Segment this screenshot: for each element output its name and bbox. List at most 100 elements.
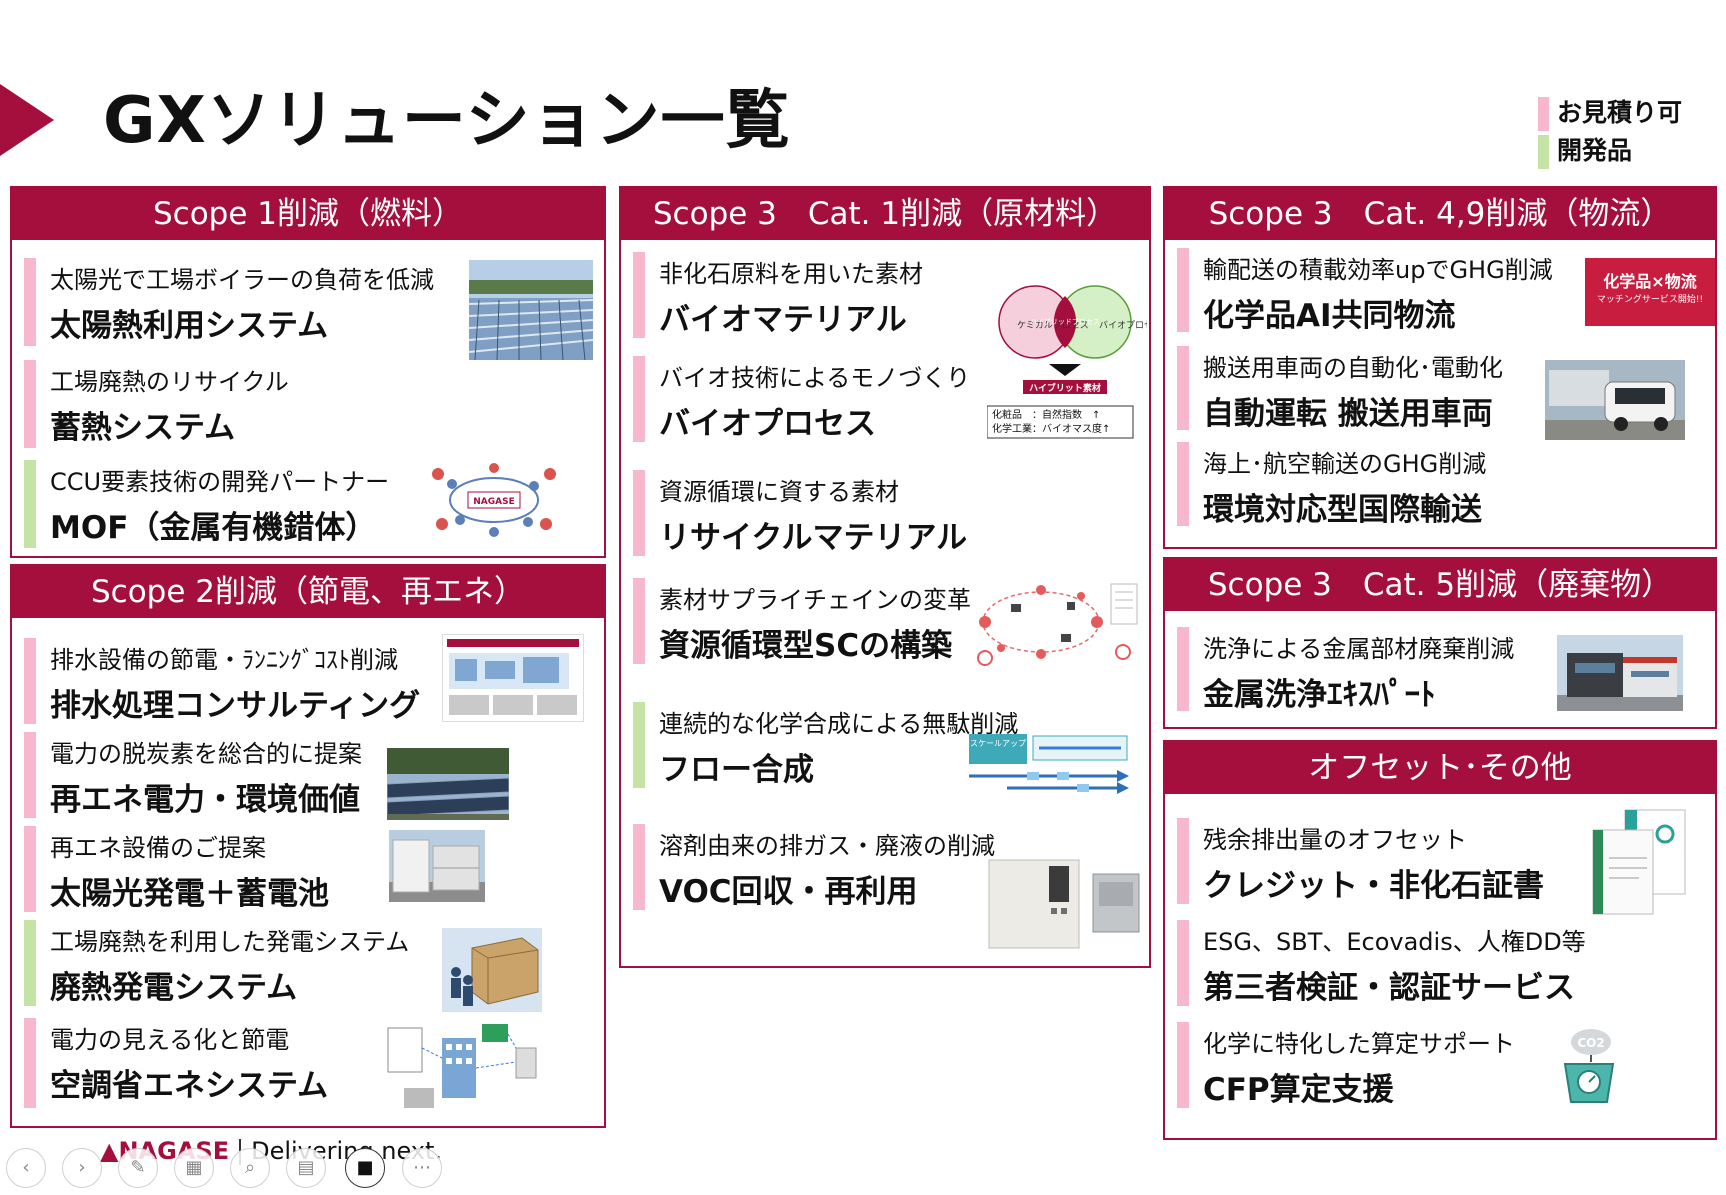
item-main: 第三者検証・認証サービス bbox=[1203, 970, 1575, 1006]
cat1-item-flow-synthesis[interactable]: 連続的な化学合成による無駄削減 フロー合成 bbox=[621, 702, 1149, 788]
pen-icon[interactable]: ✎ bbox=[118, 1148, 158, 1188]
item-main: バイオマテリアル bbox=[659, 302, 907, 338]
estimate-marker bbox=[24, 732, 36, 818]
cat1-item-bio-material[interactable]: 非化石原料を用いた素材 バイオマテリアル bbox=[621, 252, 1149, 338]
scope1-item-solar-thermal[interactable]: 太陽光で工場ボイラーの負荷を低減 太陽熱利用システム bbox=[12, 258, 604, 346]
panel-scope3-cat1-header: Scope 3 Cat. 1削減（原材料） bbox=[621, 188, 1149, 240]
scope2-item-renewable-power[interactable]: 電力の脱炭素を総合的に提案 再エネ電力・環境価値 bbox=[12, 732, 604, 818]
estimate-marker bbox=[633, 356, 645, 442]
estimate-marker bbox=[1177, 248, 1189, 332]
co2-scale-icon: CO2 bbox=[1561, 1026, 1617, 1108]
item-sub: ESG、SBT、Ecovadis、人権DD等 bbox=[1203, 928, 1586, 956]
flow-scaleup-label: スケールアップ bbox=[970, 739, 1026, 748]
scope2-item-hvac-saving[interactable]: 電力の見える化と節電 空調省エネシステム bbox=[12, 1018, 604, 1108]
solar-thermal-image bbox=[469, 260, 593, 360]
next-slide-icon[interactable]: › bbox=[62, 1148, 102, 1188]
item-main: CFP算定支援 bbox=[1203, 1072, 1394, 1108]
item-main: リサイクルマテリアル bbox=[659, 520, 968, 556]
hybrid-venn-diagram: ケミカルプロセス バイオプロセス ハイブリッドプロセス ハイブリット素材 化粧品… bbox=[987, 285, 1147, 439]
banner-subtitle: マッチングサービス開始!! bbox=[1596, 295, 1704, 305]
panel-scope3-cat1: Scope 3 Cat. 1削減（原材料） 非化石原料を用いた素材 バイオマテリ… bbox=[619, 186, 1151, 968]
estimate-marker bbox=[24, 258, 36, 346]
mof-logo-text: NAGASE bbox=[473, 497, 514, 507]
item-sub: 工場廃熱を利用した発電システム bbox=[50, 928, 410, 956]
item-sub: 非化石原料を用いた素材 bbox=[659, 260, 923, 288]
item-main: 資源循環型SCの構築 bbox=[659, 628, 953, 664]
cat1-item-bio-process[interactable]: バイオ技術によるモノづくり バイオプロセス bbox=[621, 356, 1149, 442]
estimate-marker bbox=[1177, 920, 1189, 1006]
item-main: MOF（金属有機錯体） bbox=[50, 510, 377, 546]
scope2-item-wastewater[interactable]: 排水設備の節電・ﾗﾝﾆﾝｸﾞｺｽﾄ削減 排水処理コンサルティング bbox=[12, 638, 604, 724]
estimate-marker bbox=[1177, 627, 1189, 711]
item-main: 空調省エネシステム bbox=[50, 1068, 329, 1104]
panel-scope1: Scope 1削減（燃料） 太陽光で工場ボイラーの負荷を低減 太陽熱利用システム… bbox=[10, 186, 606, 558]
supply-chain-diagram-image bbox=[971, 578, 1141, 668]
item-main: 太陽光発電＋蓄電池 bbox=[50, 876, 329, 912]
slides-overview-icon[interactable]: ▦ bbox=[174, 1148, 214, 1188]
hvac-diagram-image bbox=[384, 1018, 548, 1116]
banner-title: 化学品×物流 bbox=[1603, 272, 1697, 291]
venn-line2: 化学工業：バイオマス度↑ bbox=[992, 422, 1110, 435]
item-main: 自動運転 搬送用車両 bbox=[1203, 396, 1493, 432]
venn-left-label: ケミカルプロセス bbox=[1017, 320, 1089, 331]
cat49-item-intl-transport[interactable]: 海上･航空輸送のGHG削減 環境対応型国際輸送 bbox=[1165, 442, 1715, 528]
development-marker bbox=[24, 460, 36, 548]
venn-center-label: ハイブリッドプロセス bbox=[1030, 317, 1100, 326]
panel-scope3-cat5: Scope 3 Cat. 5削減（廃棄物） 洗浄による金属部材廃棄削減 金属洗浄… bbox=[1163, 557, 1717, 729]
scope1-item-mof[interactable]: CCU要素技術の開発パートナー MOF（金属有機錯体） bbox=[12, 460, 604, 548]
cat5-item-metal-cleaning[interactable]: 洗浄による金属部材廃棄削減 金属洗浄ｴｷｽﾊﾟｰﾄ bbox=[1165, 627, 1715, 713]
nagase-logo-icon: ▲ bbox=[100, 1137, 119, 1165]
estimate-marker bbox=[633, 578, 645, 664]
solar-farm-image bbox=[387, 748, 509, 820]
item-sub: 再エネ設備のご提案 bbox=[50, 834, 266, 862]
offset-item-cfp[interactable]: 化学に特化した算定サポート CFP算定支援 bbox=[1165, 1022, 1715, 1108]
more-options-icon[interactable]: ⋯ bbox=[402, 1148, 442, 1188]
zoom-icon[interactable]: ⌕ bbox=[230, 1148, 270, 1188]
development-marker bbox=[24, 920, 36, 1006]
cat1-item-voc-recovery[interactable]: 溶剤由来の排ガス・廃液の削減 VOC回収・再利用 bbox=[621, 824, 1149, 910]
battery-image bbox=[389, 830, 485, 902]
item-main: 太陽熱利用システム bbox=[50, 308, 329, 344]
item-main: 蓄熱システム bbox=[50, 410, 236, 446]
logistics-banner-image: 化学品×物流 マッチングサービス開始!! bbox=[1585, 258, 1715, 326]
camera-icon[interactable]: ■ bbox=[345, 1148, 385, 1188]
item-main: クレジット・非化石証書 bbox=[1203, 868, 1544, 904]
item-sub: CCU要素技術の開発パートナー bbox=[50, 468, 390, 496]
mof-structure-image: NAGASE bbox=[424, 460, 564, 540]
item-sub: 洗浄による金属部材廃棄削減 bbox=[1203, 635, 1515, 663]
estimate-marker bbox=[1177, 442, 1189, 526]
panel-scope3-cat49: Scope 3 Cat. 4,9削減（物流） 輸配送の積載効率upでGHG削減 … bbox=[1163, 186, 1717, 549]
item-sub: 海上･航空輸送のGHG削減 bbox=[1203, 450, 1487, 478]
scope2-item-waste-heat-power[interactable]: 工場廃熱を利用した発電システム 廃熱発電システム bbox=[12, 920, 604, 1006]
venn-badge: ハイブリット素材 bbox=[1029, 382, 1101, 394]
estimate-marker bbox=[24, 1018, 36, 1108]
subtitles-icon[interactable]: ▤ bbox=[286, 1148, 326, 1188]
offset-item-verification[interactable]: ESG、SBT、Ecovadis、人権DD等 第三者検証・認証サービス bbox=[1165, 920, 1715, 1006]
cat1-item-circular-sc[interactable]: 素材サプライチェインの変革 資源循環型SCの構築 bbox=[621, 578, 1149, 664]
previous-slide-icon[interactable]: ‹ bbox=[6, 1148, 46, 1188]
scope1-item-heat-storage[interactable]: 工場廃熱のリサイクル 蓄熱システム bbox=[12, 360, 604, 448]
cat49-item-ai-logistics[interactable]: 輸配送の積載効率upでGHG削減 化学品AI共同物流 bbox=[1165, 248, 1715, 334]
item-sub: 化学に特化した算定サポート bbox=[1203, 1030, 1515, 1058]
voc-equipment-image bbox=[985, 856, 1145, 950]
estimate-marker bbox=[633, 470, 645, 556]
estimate-marker bbox=[1177, 818, 1189, 904]
offset-item-credits[interactable]: 残余排出量のオフセット クレジット・非化石証書 bbox=[1165, 818, 1715, 904]
item-sub: 輸配送の積載効率upでGHG削減 bbox=[1203, 256, 1553, 284]
item-sub: 太陽光で工場ボイラーの負荷を低減 bbox=[50, 266, 434, 294]
estimate-marker bbox=[633, 824, 645, 910]
item-main: VOC回収・再利用 bbox=[659, 874, 918, 910]
estimate-marker bbox=[24, 826, 36, 912]
cat1-item-recycle-material[interactable]: 資源循環に資する素材 リサイクルマテリアル bbox=[621, 470, 1149, 556]
co2-label: CO2 bbox=[1577, 1036, 1604, 1050]
item-sub: 電力の見える化と節電 bbox=[50, 1026, 290, 1054]
panel-scope2: Scope 2削減（節電、再エネ） 排水設備の節電・ﾗﾝﾆﾝｸﾞｺｽﾄ削減 排水… bbox=[10, 564, 606, 1128]
cat49-item-autonomous-vehicle[interactable]: 搬送用車両の自動化･電動化 自動運転 搬送用車両 bbox=[1165, 346, 1715, 432]
item-sub: 電力の脱炭素を総合的に提案 bbox=[50, 740, 362, 768]
venn-right-label: バイオプロセス bbox=[1099, 320, 1147, 331]
scope2-item-solar-battery[interactable]: 再エネ設備のご提案 太陽光発電＋蓄電池 bbox=[12, 826, 604, 912]
item-main: 排水処理コンサルティング bbox=[50, 688, 421, 724]
estimate-marker bbox=[1177, 346, 1189, 430]
estimate-marker bbox=[24, 360, 36, 448]
item-main: 化学品AI共同物流 bbox=[1203, 298, 1456, 334]
